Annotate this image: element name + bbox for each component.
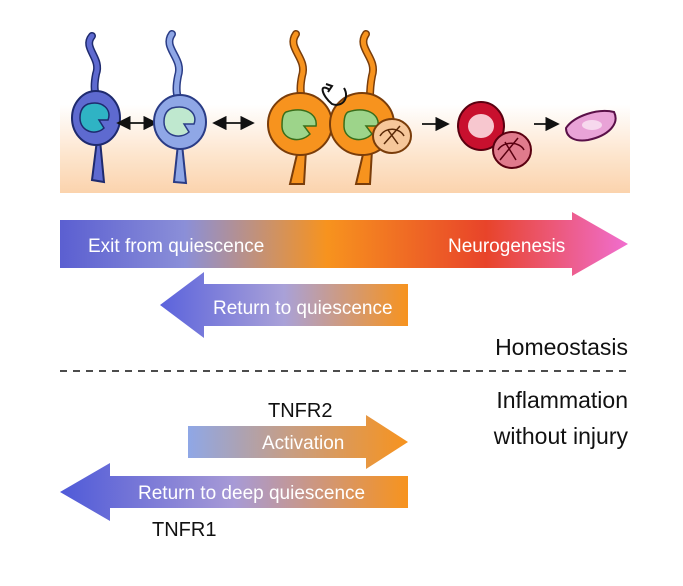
quiescent-cell-dark [71,32,121,184]
inflammation-label-line1: Inflammation [496,387,628,413]
return-to-quiescence-arrow [160,272,408,338]
self-renewal-arrowhead [325,83,334,93]
activation-label: Activation [262,433,344,454]
inflammation-label-line2: without injury [493,423,629,449]
activated-cell [267,30,333,185]
neurogenesis-label: Neurogenesis [448,236,565,257]
self-renewal-icon [321,86,348,106]
return-label: Return to quiescence [213,298,393,319]
homeostasis-label: Homeostasis [495,334,628,360]
dividing-cell [329,30,412,185]
exit-label: Exit from quiescence [88,236,264,257]
deep-return-label: Return to deep quiescence [138,483,365,504]
neuroblast-cells [457,101,532,169]
neuron-cell [564,110,617,142]
activation-arrow [188,415,408,469]
exit-neurogenesis-arrow [60,212,628,276]
return-to-deep-quiescence-arrow [60,463,408,521]
tnfr2-label: TNFR2 [268,400,332,422]
quiescent-cell-light [153,30,207,185]
tnfr1-label: TNFR1 [152,519,216,541]
